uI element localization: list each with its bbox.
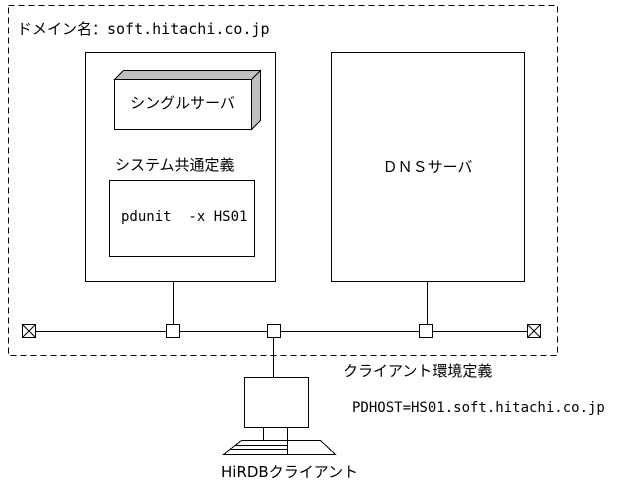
single-server-top-face: [113, 70, 262, 80]
system-common-definition-box: [109, 180, 255, 257]
domain-name-label: ドメイン名：soft.hitachi.co.jp: [17, 20, 270, 38]
client-monitor: [244, 377, 309, 428]
lan-tap-server: [166, 324, 180, 338]
system-common-definition-title: システム共通定義: [115, 156, 235, 174]
client-terminal-icon: [222, 377, 337, 455]
hirdb-client-label: HiRDBクライアント: [221, 463, 359, 481]
single-server-front-face: [114, 79, 252, 130]
single-server-3d-box: [113, 69, 262, 131]
client-keyboard-base: [222, 440, 337, 455]
pdhost-code-text: PDHOST=HS01.soft.hitachi.co.jp: [352, 400, 605, 416]
single-server-label: シングルサーバ: [130, 94, 235, 112]
pdunit-code-text: pdunit -x HS01: [121, 209, 248, 225]
single-server-right-face: [251, 69, 261, 131]
domain-boundary: [8, 5, 558, 356]
client-env-definition-title: クライアント環境定義: [343, 362, 493, 380]
dns-server-label: ＤＮＳサーバ: [382, 158, 473, 176]
lan-tap-client: [267, 324, 281, 338]
lan-tap-dns: [419, 324, 433, 338]
lan-terminator-right-icon: [527, 324, 541, 338]
lan-terminator-left-icon: [22, 324, 36, 338]
dns-server-box: [331, 52, 525, 282]
